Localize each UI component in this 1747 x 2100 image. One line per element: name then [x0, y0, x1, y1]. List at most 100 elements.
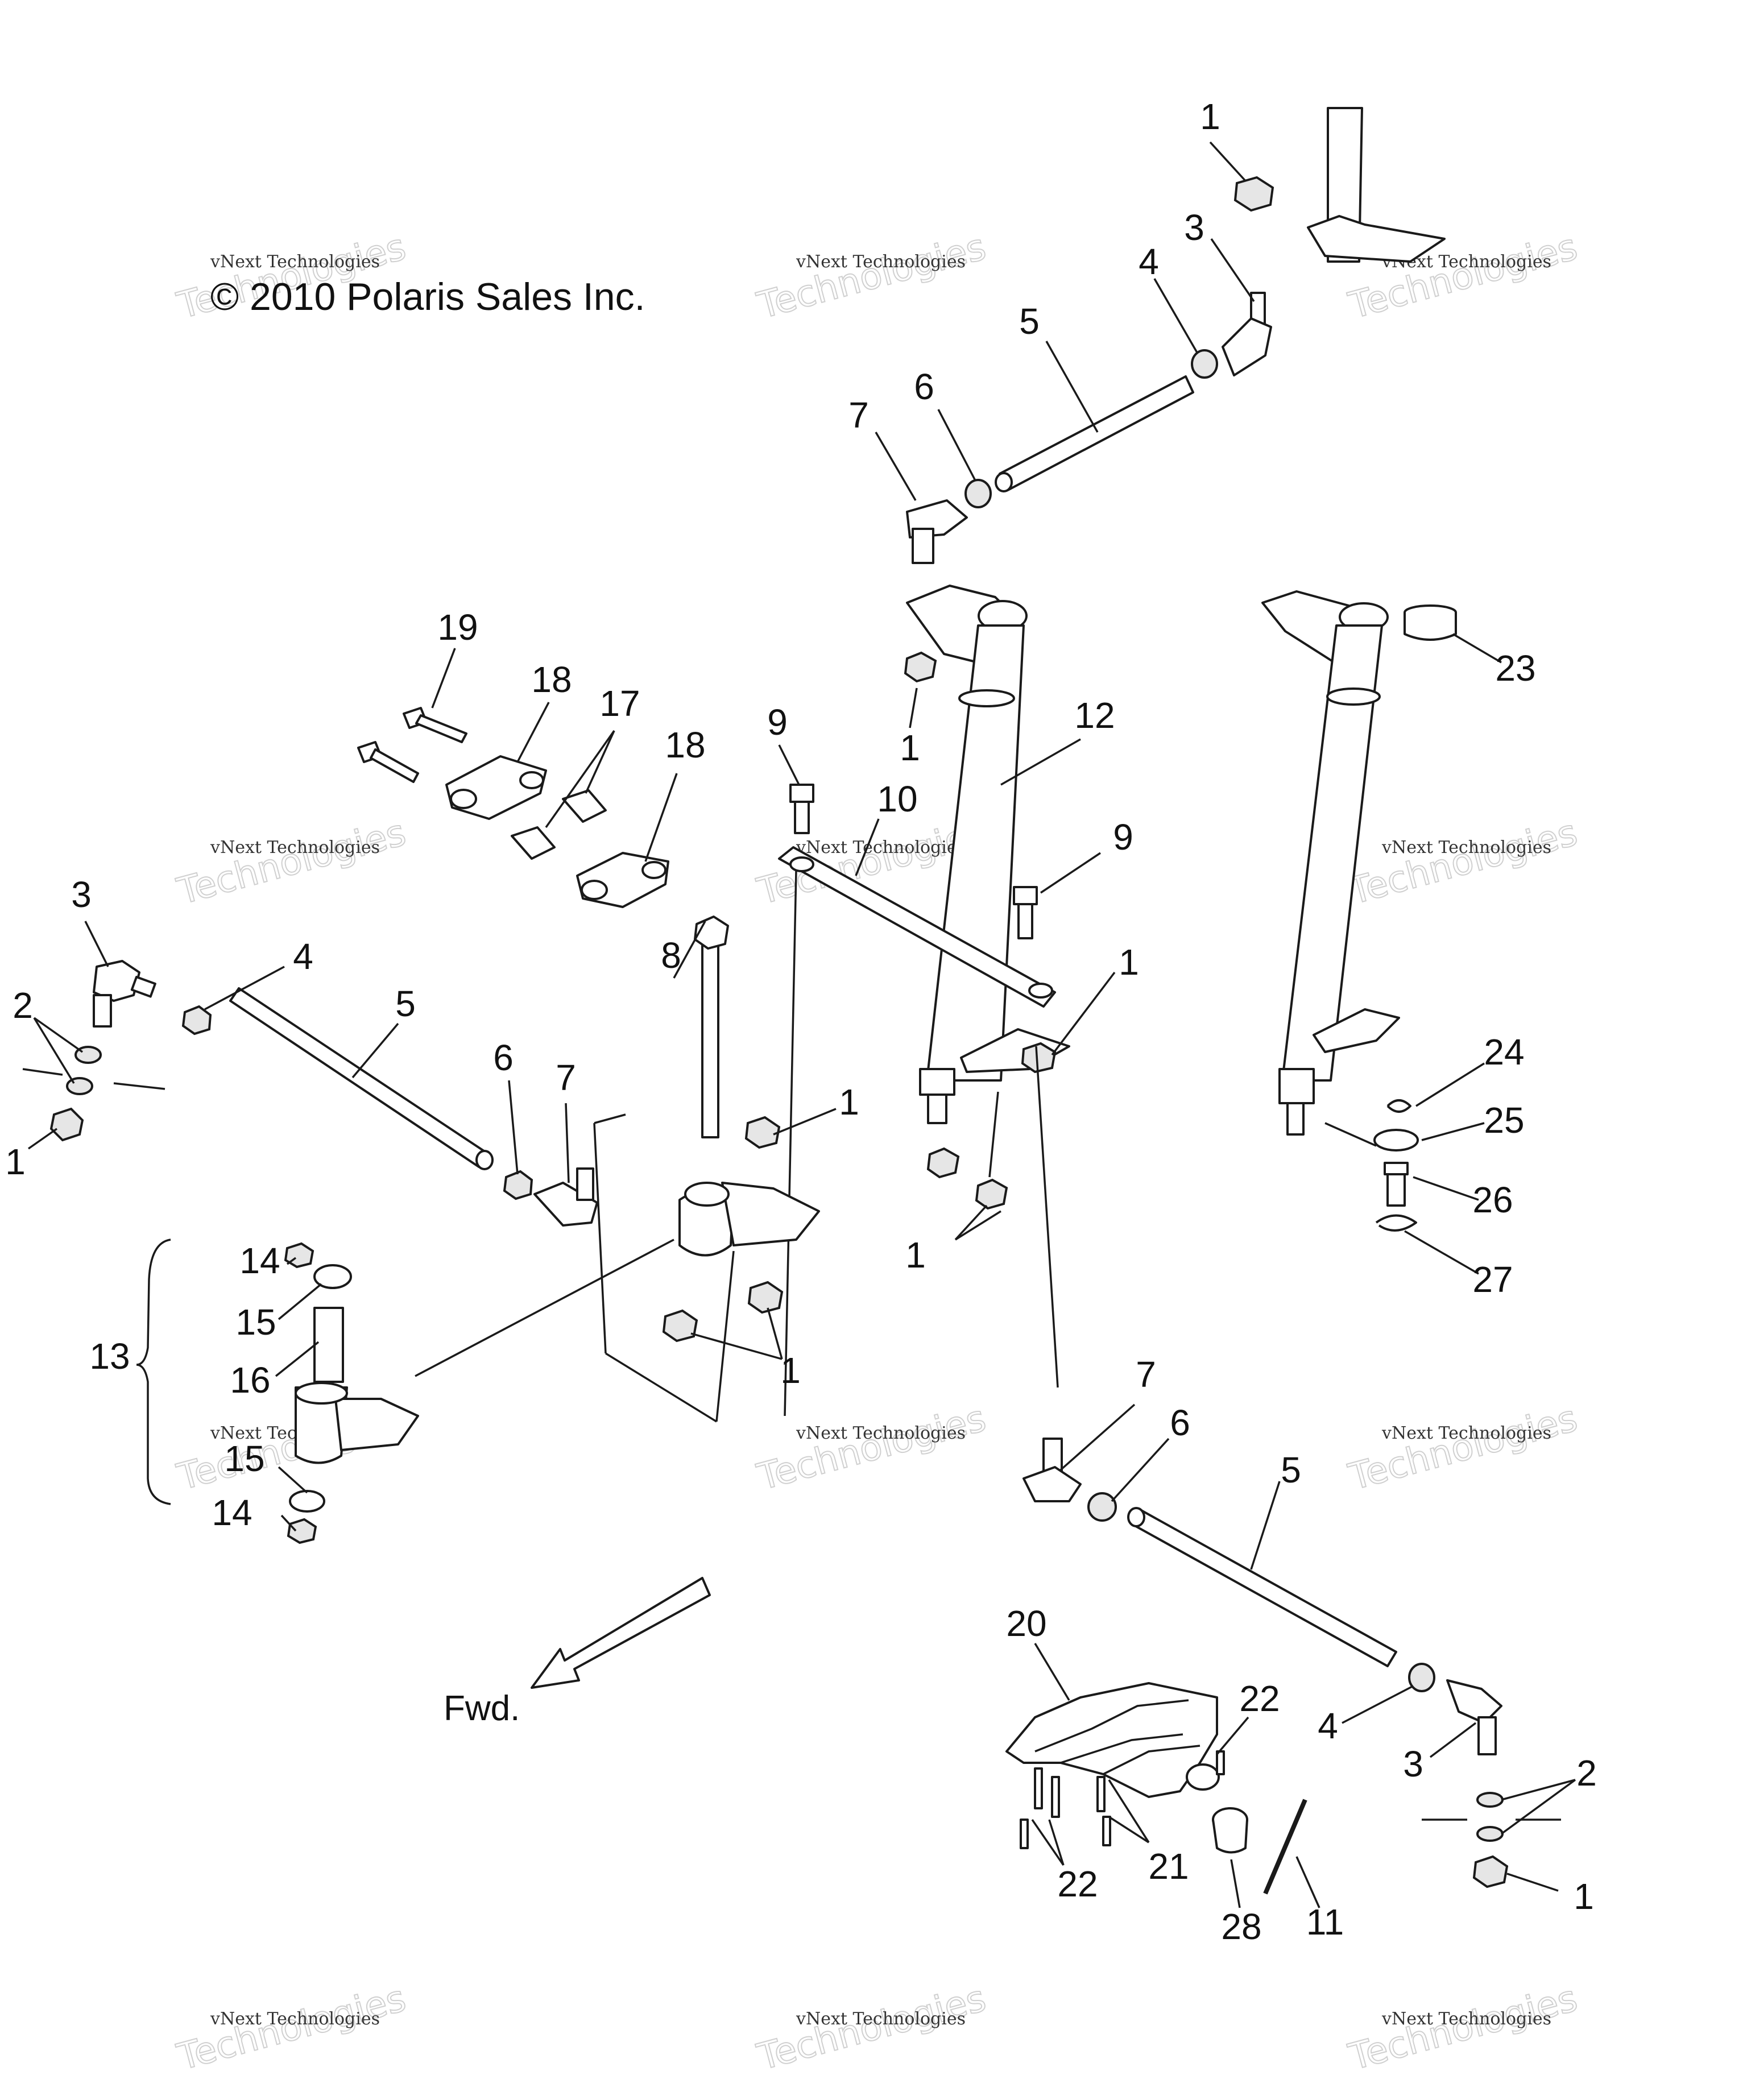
watermark: Technologies vNext Technologies	[172, 811, 411, 914]
jam-nut	[1408, 1663, 1435, 1692]
nut	[1472, 1855, 1509, 1888]
bracket-hole	[641, 861, 666, 879]
svg-text:Technologies: Technologies	[753, 1398, 990, 1499]
column-arm-lower	[1313, 1008, 1400, 1053]
callout-21: 21	[1148, 1846, 1189, 1887]
forward-label: Fwd.	[444, 1689, 520, 1728]
callout-6: 6	[914, 366, 934, 407]
callout-23: 23	[1495, 648, 1535, 689]
svg-text:Technologies: Technologies	[173, 812, 410, 913]
callout-4: 4	[293, 936, 313, 977]
watermark: Technologies vNext Technologies	[752, 226, 991, 328]
callout-3: 3	[1184, 207, 1204, 248]
column-stud	[927, 1094, 947, 1124]
steering-column-right	[1281, 624, 1383, 1082]
watermark: Technologies vNext Technologies	[1344, 811, 1582, 914]
tie-rod-tube	[999, 375, 1194, 491]
pin	[1386, 1173, 1406, 1207]
cap-body	[1404, 612, 1457, 641]
idler-plate	[334, 1398, 419, 1451]
bushing	[511, 826, 556, 860]
tie-rod-end	[1022, 1466, 1082, 1502]
nut	[747, 1281, 784, 1314]
callout-22: 22	[1057, 1863, 1098, 1904]
forward-arrow-icon	[531, 1577, 711, 1689]
drag-link-eye	[789, 856, 814, 872]
column-base	[919, 1068, 955, 1096]
nut	[975, 1178, 1008, 1210]
drag-link-eye	[1028, 983, 1053, 999]
watermark-layer: Technologies vNext Technologies Technolo…	[172, 226, 1582, 2080]
tie-rod-stud	[1477, 1716, 1497, 1755]
idler-plate	[721, 1182, 820, 1246]
cable-tie	[1263, 1799, 1307, 1895]
bracket-hole	[519, 771, 544, 789]
retaining-ring	[1386, 1099, 1411, 1113]
idler-top	[684, 1182, 730, 1207]
callout-1: 1	[5, 1141, 26, 1182]
callout-14: 14	[212, 1492, 252, 1533]
idler-arm-group: 8 1 1	[415, 916, 859, 1423]
right-tie-rod-group: 7 6 5 4 3 2 1	[1022, 1354, 1597, 1917]
bolt-shank	[794, 801, 810, 834]
callout-12: 12	[1074, 695, 1115, 736]
nut	[1233, 176, 1274, 212]
callout-16: 16	[230, 1360, 270, 1401]
screw	[1020, 1819, 1029, 1849]
bolt	[415, 714, 467, 743]
steering-boot-group: 20 22 22 21 28 11	[1005, 1603, 1344, 1947]
jam-nut	[1191, 349, 1218, 379]
callout-5: 5	[1019, 301, 1040, 342]
callout-1: 1	[905, 1235, 926, 1275]
ball-joint	[1222, 317, 1272, 376]
watermark: Technologies vNext Technologies	[1344, 1977, 1582, 2080]
callout-5: 5	[1281, 1449, 1301, 1490]
svg-text:Technologies: Technologies	[1344, 812, 1582, 913]
svg-text:vNext Technologies: vNext Technologies	[1381, 1423, 1551, 1443]
washer	[1476, 1826, 1504, 1842]
callout-1: 1	[900, 727, 920, 768]
drag-link	[778, 846, 1056, 1008]
tie-rod-stud	[93, 994, 112, 1028]
nut	[287, 1518, 317, 1544]
callout-17: 17	[599, 683, 640, 724]
callout-15: 15	[235, 1302, 276, 1343]
upper-steering-group: 1 3 4 5 6 7	[848, 96, 1446, 564]
callout-1: 1	[1119, 942, 1139, 983]
svg-text:vNext Technologies: vNext Technologies	[210, 252, 380, 272]
callout-19: 19	[437, 607, 478, 648]
callout-10: 10	[877, 778, 917, 819]
svg-text:vNext Technologies: vNext Technologies	[796, 2009, 966, 2029]
bushing	[562, 789, 607, 823]
tie-rod-end	[533, 1182, 598, 1227]
snap-ring	[1375, 1214, 1417, 1232]
tube-end	[475, 1150, 494, 1170]
nut	[904, 651, 937, 683]
callout-4: 4	[1318, 1705, 1338, 1746]
nut	[49, 1107, 84, 1142]
callout-18: 18	[665, 724, 705, 765]
bolt	[370, 748, 419, 783]
callout-4: 4	[1139, 241, 1159, 282]
drag-link-group: 9 10 9	[767, 702, 1133, 1416]
callout-2: 2	[1576, 1753, 1597, 1794]
column-ring	[1326, 687, 1381, 706]
svg-text:Technologies: Technologies	[1344, 1398, 1582, 1499]
svg-text:vNext Technologies: vNext Technologies	[210, 2009, 380, 2029]
callout-13: 13	[89, 1336, 130, 1377]
washer	[66, 1077, 93, 1095]
callout-14: 14	[239, 1240, 280, 1281]
column-base	[1278, 1068, 1315, 1104]
pin-head	[1384, 1162, 1409, 1175]
watermark: Technologies vNext Technologies	[1344, 1397, 1582, 1500]
callout-2: 2	[13, 985, 33, 1026]
callout-6: 6	[1170, 1402, 1190, 1443]
svg-text:vNext Technologies: vNext Technologies	[796, 1423, 966, 1443]
svg-text:vNext Technologies: vNext Technologies	[1381, 2009, 1551, 2029]
callout-5: 5	[395, 983, 416, 1024]
tie-rod-stud	[130, 976, 156, 998]
idler-assembly-group: 13 14 15 16 15 14	[89, 1239, 419, 1544]
jam-nut	[1087, 1492, 1117, 1522]
sleeve	[313, 1307, 344, 1383]
